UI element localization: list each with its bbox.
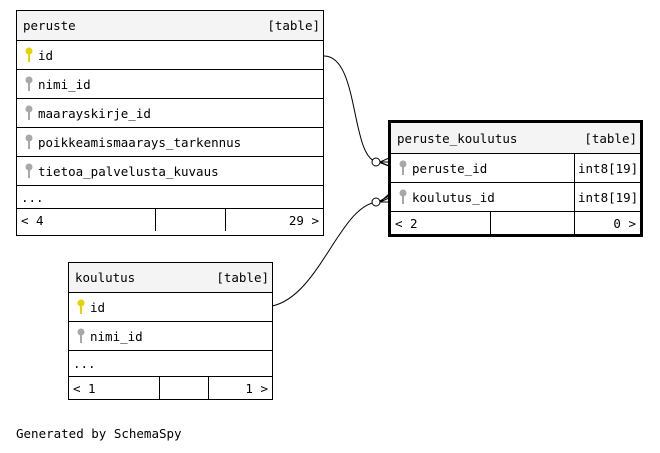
table-header: peruste_koulutus [table]: [391, 123, 640, 154]
generated-by-credit[interactable]: Generated by SchemaSpy: [16, 426, 182, 441]
column-row[interactable]: koulutus_id int8[19]: [391, 183, 640, 212]
table-footer: < 1 1 >: [69, 377, 272, 399]
link-koulutus-to-peruste-koulutus: [271, 195, 390, 307]
parents-count[interactable]: < 4: [17, 209, 156, 231]
column-row[interactable]: poikkeamismaarays_tarkennus: [17, 128, 323, 157]
primary-key-icon: [25, 47, 33, 62]
column-type: int8[19]: [574, 154, 640, 182]
footer-spacer: [160, 377, 209, 399]
column-type: int8[19]: [574, 183, 640, 211]
children-count[interactable]: 1 >: [245, 380, 268, 396]
link-peruste-crowfoot: [379, 157, 390, 167]
footer-spacer: [491, 212, 575, 234]
table-name: peruste_koulutus: [397, 130, 518, 146]
column-row[interactable]: maarayskirje_id: [17, 99, 323, 128]
column-name: poikkeamismaarays_tarkennus: [38, 134, 242, 150]
more-columns: ...: [17, 186, 323, 209]
key-icon: [25, 105, 33, 120]
column-row[interactable]: tietoa_palvelusta_kuvaus: [17, 157, 323, 186]
column-row[interactable]: nimi_id: [17, 70, 323, 99]
column-name: koulutus_id: [412, 189, 495, 205]
table-kind: [table]: [584, 130, 637, 146]
children-count[interactable]: 29 >: [288, 212, 319, 228]
key-icon: [399, 160, 407, 175]
table-footer: < 4 29 >: [17, 209, 323, 231]
table-header: peruste [table]: [17, 11, 323, 41]
column-row[interactable]: nimi_id: [69, 322, 272, 351]
key-icon: [25, 163, 33, 178]
link-koulutus-crowfoot: [379, 193, 390, 203]
more-columns: ...: [69, 351, 272, 377]
table-koulutus[interactable]: koulutus [table] id nimi_id ... < 1 1 >: [68, 262, 273, 400]
link-peruste-optional-marker: [371, 157, 381, 167]
column-name: peruste_id: [412, 160, 488, 176]
key-icon: [399, 189, 407, 204]
column-name: nimi_id: [90, 328, 143, 344]
column-name: id: [90, 299, 106, 315]
table-footer: < 2 0 >: [391, 212, 640, 234]
column-row[interactable]: id: [69, 293, 272, 322]
table-kind: [table]: [216, 270, 269, 285]
children-count[interactable]: 0 >: [613, 215, 636, 231]
parents-count[interactable]: < 1: [69, 377, 160, 399]
table-kind: [table]: [267, 18, 320, 33]
link-koulutus-optional-marker: [371, 197, 381, 207]
column-row[interactable]: id: [17, 41, 323, 70]
column-row[interactable]: peruste_id int8[19]: [391, 154, 640, 183]
table-name: koulutus: [75, 270, 136, 285]
column-name: nimi_id: [38, 76, 91, 92]
key-icon: [77, 328, 85, 343]
footer-spacer: [156, 209, 226, 231]
table-name: peruste: [23, 18, 76, 33]
column-name: id: [38, 47, 54, 63]
parents-count[interactable]: < 2: [391, 212, 491, 234]
table-peruste[interactable]: peruste [table] id nimi_id maarayskirje_…: [16, 10, 324, 236]
primary-key-icon: [77, 299, 85, 314]
link-peruste-to-peruste-koulutus: [323, 55, 390, 167]
key-icon: [25, 76, 33, 91]
column-name: maarayskirje_id: [38, 105, 151, 121]
table-peruste-koulutus[interactable]: peruste_koulutus [table] peruste_id int8…: [388, 120, 643, 237]
key-icon: [25, 134, 33, 149]
table-header: koulutus [table]: [69, 263, 272, 293]
column-name: tietoa_palvelusta_kuvaus: [38, 163, 219, 179]
